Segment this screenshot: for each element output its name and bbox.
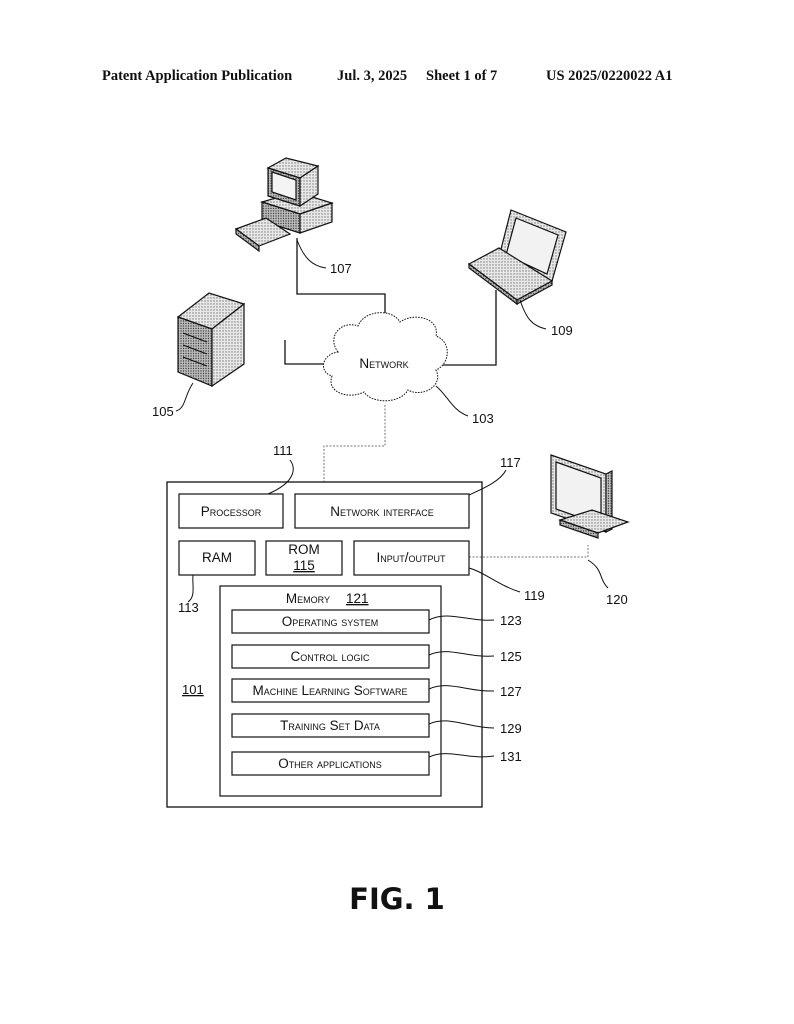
header-date: Jul. 3, 2025 [337,68,408,84]
input-output-label: Input/output [377,550,447,565]
ref-103: 103 [472,411,494,426]
ref-109: 109 [551,323,573,338]
ref-129: 129 [500,721,522,736]
ref-101: 101 [182,682,204,697]
ref-113: 113 [178,600,199,615]
ref-105: 105 [152,404,174,419]
ref-120: 120 [606,592,628,607]
network-interface-box [294,493,470,529]
network-links [284,238,497,366]
rom-ref-number: 115 [293,558,315,573]
network-cloud-icon: Network [323,312,448,402]
processor-label: Processor [201,504,262,519]
training-set-data-box [231,713,430,738]
other-applications-label: Other applications [278,756,382,771]
input-output-box [353,540,470,576]
training-set-data-label: Training Set Data [280,718,380,733]
control-logic-label: Control logic [290,649,370,664]
network-label: Network [359,356,408,371]
machine-learning-software-label: Machine Learning Software [253,683,408,698]
figure-label: FIG. 1 [349,882,445,916]
desktop-computer-icon [234,157,334,253]
other-applications-box [231,751,430,776]
ram-box [178,540,256,576]
processor-box [178,493,284,529]
ref-107: 107 [330,261,352,276]
ref-117: 117 [500,455,521,470]
memory-label: Memory [286,591,330,606]
rom-box [265,540,343,576]
ref-127: 127 [500,684,522,699]
operating-system-box [231,609,430,634]
rom-label: ROM [288,542,320,557]
header-patent-number: US 2025/0220022 A1 [546,68,673,84]
ref-131: 131 [500,749,522,764]
header-publication: Patent Application Publication [102,68,293,84]
network-interface-label: Network interface [330,504,434,519]
device-links [323,405,589,558]
machine-learning-software-box [231,678,430,703]
monitor-icon [550,454,630,539]
computing-device-box [166,481,483,808]
control-logic-box [231,644,430,669]
operating-system-label: Operating system [282,614,379,629]
memory-ref-number: 121 [346,591,369,606]
laptop-icon [467,209,567,306]
ram-label: RAM [202,550,232,565]
ref-119: 119 [524,588,545,603]
ref-111: 111 [273,443,293,458]
ref-125: 125 [500,649,522,664]
reference-leader-lines [175,239,609,758]
header-sheet: Sheet 1 of 7 [426,68,498,84]
server-icon [176,292,246,388]
ref-123: 123 [500,613,522,628]
